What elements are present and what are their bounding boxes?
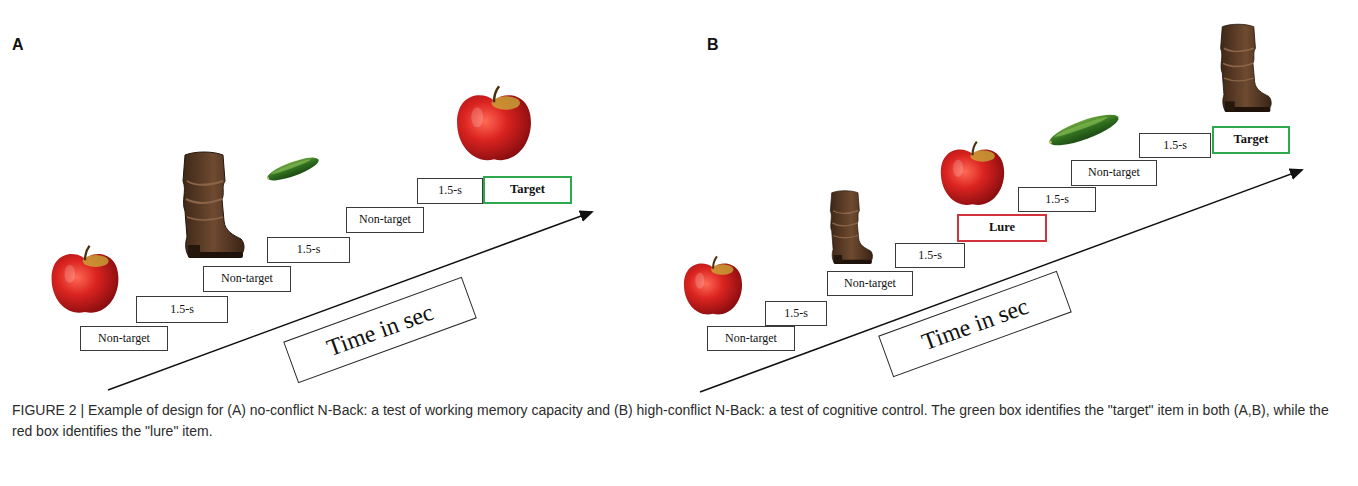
- trial-box: Non-target: [80, 326, 168, 351]
- target-box: Target: [1212, 126, 1290, 154]
- box-text: Lure: [989, 221, 1015, 235]
- trial-box: Non-target: [1071, 160, 1157, 186]
- trial-box: 1.5-s: [1139, 133, 1211, 158]
- trial-box: Non-target: [203, 266, 291, 292]
- time-axis-box: Time in sec: [283, 277, 477, 383]
- box-text: 1.5-s: [438, 184, 462, 197]
- box-text: Non-target: [98, 332, 150, 345]
- box-text: Non-target: [221, 272, 273, 285]
- box-text: Target: [1234, 133, 1269, 147]
- box-text: Non-target: [359, 213, 411, 226]
- trial-box: Non-target: [827, 271, 913, 296]
- lure-box: Lure: [957, 214, 1047, 242]
- box-text: Non-target: [725, 332, 777, 345]
- panel-label: A: [12, 36, 24, 54]
- figure-caption: FIGURE 2 | Example of design for (A) no-…: [12, 400, 1348, 442]
- trial-box: 1.5-s: [267, 237, 350, 263]
- box-text: Time in sec: [918, 293, 1031, 356]
- trial-box: 1.5-s: [1018, 187, 1096, 212]
- box-text: 1.5-s: [170, 303, 194, 316]
- box-text: Non-target: [844, 277, 896, 290]
- trial-box: Non-target: [707, 326, 795, 351]
- trial-box: 1.5-s: [136, 296, 228, 323]
- trial-box: 1.5-s: [417, 178, 483, 204]
- box-text: 1.5-s: [1163, 139, 1187, 152]
- box-text: Non-target: [1088, 166, 1140, 179]
- box-text: Target: [510, 183, 545, 197]
- box-text: 1.5-s: [297, 243, 321, 256]
- target-box: Target: [483, 176, 572, 204]
- panel-label: B: [707, 36, 719, 54]
- trial-box: Non-target: [346, 207, 424, 233]
- box-text: 1.5-s: [1045, 193, 1069, 206]
- box-text: 1.5-s: [918, 249, 942, 262]
- box-text: 1.5-s: [784, 307, 808, 320]
- trial-box: 1.5-s: [895, 243, 965, 268]
- trial-box: 1.5-s: [765, 301, 827, 326]
- box-text: Time in sec: [323, 299, 436, 362]
